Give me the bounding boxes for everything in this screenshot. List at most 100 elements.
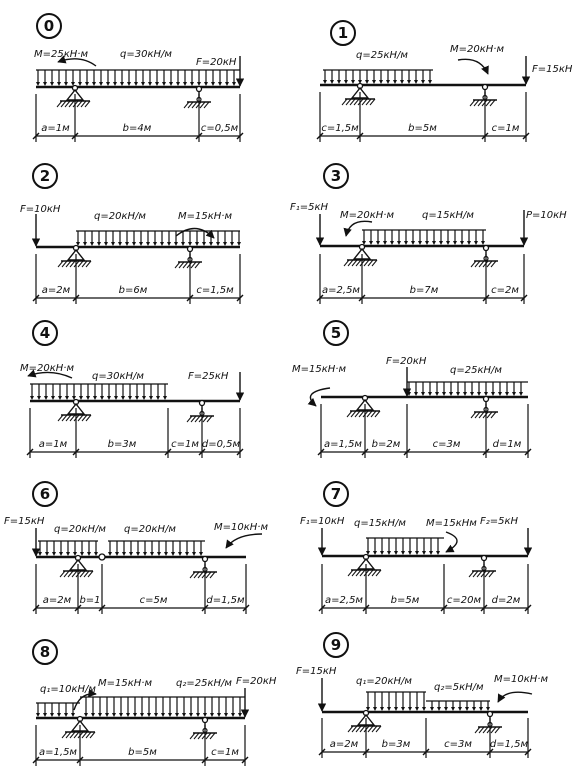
moment-label: M=20кН·м [450,44,504,55]
svg-text:0: 0 [44,17,54,35]
roller-support [468,554,496,578]
moment-arrow [307,387,331,407]
svg-text:3: 3 [331,167,341,185]
moment-label: M=15кН·м [292,364,346,375]
moment-label: M=10кН·м [214,522,268,533]
dimension-label: a=2,5м [322,285,360,296]
force-label: F=15кН [296,666,337,677]
scheme-number-3: 3 [323,163,349,189]
load-label: q=15кН/м [354,518,406,529]
dimension-label: a=2м [330,739,359,750]
svg-text:5: 5 [331,324,341,342]
dimension-label: d=2м [492,595,521,606]
hinge [98,553,106,561]
distributed-load-q1 [36,702,80,717]
scheme-number-5: 5 [323,320,349,346]
dimension-line: a=2,5м b=7м c=2м [316,254,528,304]
roller-support [474,710,502,734]
load-label-q2: q₂=25кН/м [176,678,232,689]
distributed-load-q [362,229,486,245]
scheme-number-8: 8 [32,639,58,665]
force-label: F=10кН [20,204,61,215]
dimension-label: b=7м [410,285,439,296]
roller-support [186,399,214,423]
moment-arrow [343,220,373,237]
pin-support [56,84,91,108]
dimension-label: c=5м [140,595,168,606]
svg-text:8: 8 [40,643,50,661]
dimension-label: c=1м [211,747,239,758]
dimension-label: c=1м [171,439,199,450]
scheme-3: 3 F₁=5кН M=20кН·м q=15кН/м P=10кН a=2,5м… [290,163,567,304]
moment-arrow [457,58,489,75]
pin-support [346,394,381,418]
moment-label: M=15кНм [426,518,477,529]
svg-text:2: 2 [40,167,50,185]
scheme-number-0: 0 [36,13,62,39]
moment-label: M=20кН·м [20,363,74,374]
dimension-label: c=2м [491,285,519,296]
dimension-label: c=3м [444,739,472,750]
distributed-load-q [323,69,433,84]
pin-support [343,243,378,267]
load-label-q1: q=20кН/м [54,524,106,535]
load-label: q=25кН/м [356,50,408,61]
dimension-label: c=3м [433,439,461,450]
svg-text:9: 9 [331,636,341,654]
dimension-label: d=1,5м [206,595,245,606]
force-label-F2: F₂=5кН [480,516,519,527]
moment-label: M=15кН·м [98,678,152,689]
scheme-6: 6 F=15кН q=20кН/м q=20кН/м M=10кН·м a=2м… [4,481,268,614]
roller-support [189,716,217,740]
load-label-q1: q₁=20кН/м [356,676,412,687]
distributed-load-q1 [366,691,426,711]
scheme-number-1: 1 [330,20,356,46]
dimension-label: d=1,5м [490,739,529,750]
moment-label: M=25кН·м [34,49,88,60]
force-label: F=20кН [236,676,277,687]
distributed-load-q2 [80,696,245,717]
scheme-8: 8 q₁=10кН/м M=15кН·м q₂=25кН/м F=20кН a=… [32,639,277,766]
svg-text:6: 6 [40,485,50,503]
scheme-7: 7 F₁=10кН q=15кН/м M=15кНм F₂=5кН a=2,5м… [300,481,533,614]
distributed-load-q2 [108,540,205,556]
load-label-q2: q=20кН/м [124,524,176,535]
dimension-label: b=2м [372,439,401,450]
scheme-number-7: 7 [323,481,349,507]
pin-support [347,709,382,733]
moment-arrow [27,369,73,379]
scheme-number-4: 4 [32,320,58,346]
force-label: F=20кН [196,57,237,68]
dimension-label: b=5м [391,595,420,606]
load-label-q2: q₂=5кН/м [434,682,484,693]
force-label-F1: F₁=10кН [300,516,345,527]
load-label: q=25кН/м [450,365,502,376]
force-label-F1: F₁=5кН [290,202,329,213]
scheme-number-9: 9 [323,632,349,658]
force-label-P: P=10кН [526,210,567,221]
distributed-load-q [36,69,240,86]
roller-support [470,244,498,268]
dimension-label: b=5м [128,747,157,758]
scheme-9: 9 F=15кН q₁=20кН/м q₂=5кН/м M=10кН·м a=2… [296,632,548,758]
roller-support [470,395,498,419]
svg-text:1: 1 [338,24,348,42]
dimension-label: c=1м [492,123,520,134]
force-label: F=20кН [386,356,427,367]
pin-support [57,398,92,422]
distributed-load-q [76,230,241,246]
dimension-label: a=1,5м [324,439,362,450]
pin-support [347,553,382,577]
dimension-label: c=1,5м [321,123,359,134]
distributed-load-q [30,383,168,400]
